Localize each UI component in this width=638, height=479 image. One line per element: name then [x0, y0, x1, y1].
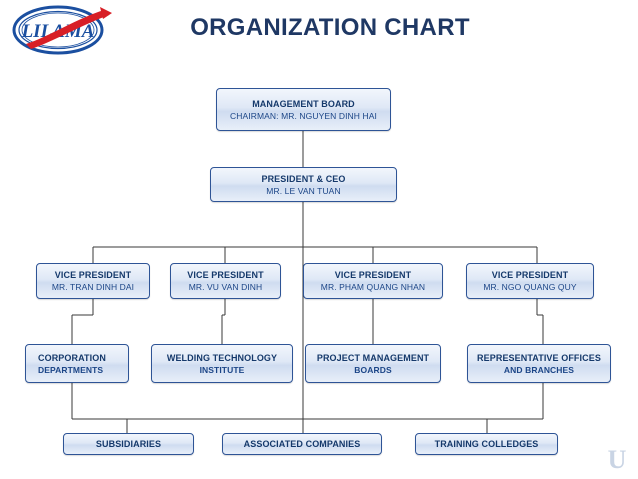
node-line1: MANAGEMENT BOARD — [252, 98, 355, 109]
node-training-colledges[interactable]: TRAINING COLLEDGES — [415, 433, 558, 455]
node-line1: SUBSIDIARIES — [95, 439, 162, 449]
node-management-board[interactable]: MANAGEMENT BOARD CHAIRMAN: MR. NGUYEN DI… — [216, 88, 391, 131]
node-line1: VICE PRESIDENT — [334, 270, 412, 280]
node-line2: AND BRANCHES — [503, 364, 575, 375]
node-corporation-departments[interactable]: CORPORATION DEPARTMENTS — [25, 344, 129, 383]
node-vice-president-3[interactable]: VICE PRESIDENT MR. PHAM QUANG NHAN — [303, 263, 443, 299]
node-vice-president-1[interactable]: VICE PRESIDENT MR. TRAN DINH DAI — [36, 263, 150, 299]
node-representative-offices-and-branches[interactable]: REPRESENTATIVE OFFICES AND BRANCHES — [467, 344, 611, 383]
node-line2: MR. LE VAN TUAN — [266, 185, 341, 196]
node-line1: CORPORATION — [38, 352, 106, 363]
node-line1: REPRESENTATIVE OFFICES — [477, 352, 601, 363]
node-president-ceo[interactable]: PRESIDENT & CEO MR. LE VAN TUAN — [210, 167, 397, 202]
node-line2: CHAIRMAN: MR. NGUYEN DINH HAI — [230, 110, 377, 121]
node-vice-president-2[interactable]: VICE PRESIDENT MR. VU VAN DINH — [170, 263, 281, 299]
node-project-management-boards[interactable]: PROJECT MANAGEMENT BOARDS — [305, 344, 441, 383]
node-line1: ASSOCIATED COMPANIES — [243, 439, 361, 449]
node-line1: VICE PRESIDENT — [54, 270, 132, 280]
node-line1: WELDING TECHNOLOGY — [166, 352, 278, 363]
node-welding-technology-institute[interactable]: WELDING TECHNOLOGY INSTITUTE — [151, 344, 293, 383]
node-subsidiaries[interactable]: SUBSIDIARIES — [63, 433, 194, 455]
node-line2: INSTITUTE — [199, 364, 245, 375]
node-line2: MR. TRAN DINH DAI — [51, 282, 135, 292]
node-line2: MR. NGO QUANG QUY — [483, 282, 577, 292]
node-line2: BOARDS — [354, 364, 392, 375]
node-vice-president-4[interactable]: VICE PRESIDENT MR. NGO QUANG QUY — [466, 263, 594, 299]
node-line1: PRESIDENT & CEO — [261, 173, 346, 184]
node-line1: PROJECT MANAGEMENT — [316, 352, 430, 363]
page-title: ORGANIZATION CHART — [190, 14, 470, 41]
node-line2: DEPARTMENTS — [38, 364, 104, 375]
footer-watermark: U — [607, 445, 627, 474]
node-line1: VICE PRESIDENT — [491, 270, 569, 280]
node-line2: MR. VU VAN DINH — [188, 282, 263, 292]
node-associated-companies[interactable]: ASSOCIATED COMPANIES — [222, 433, 382, 455]
node-line1: VICE PRESIDENT — [187, 270, 264, 280]
node-line2: MR. PHAM QUANG NHAN — [320, 282, 426, 292]
node-line1: TRAINING COLLEDGES — [434, 439, 539, 449]
lilama-logo: LILAMA — [8, 4, 118, 56]
